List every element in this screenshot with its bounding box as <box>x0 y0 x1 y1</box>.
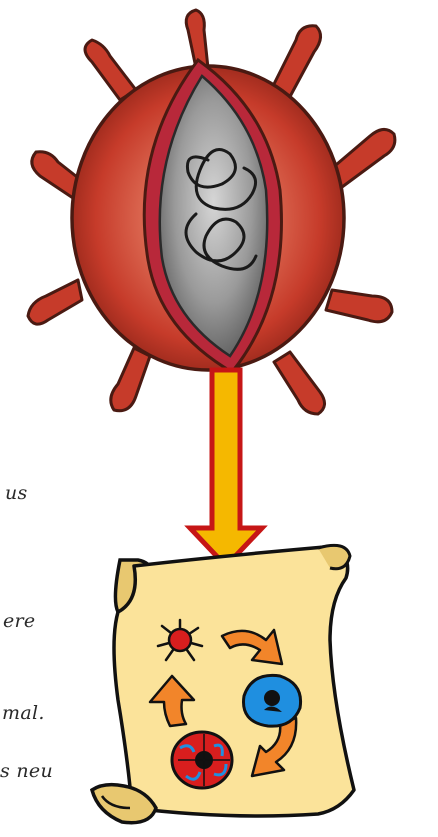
text-fragment-2: ere <box>3 610 35 632</box>
text-fragment-1: us <box>5 482 28 504</box>
down-arrow-icon <box>190 370 262 566</box>
virus-illustration <box>28 10 395 414</box>
blue-cell-icon <box>244 675 301 726</box>
red-cell-icon <box>172 732 232 788</box>
text-fragment-3: mal. <box>2 702 45 724</box>
scroll-illustration <box>92 545 354 822</box>
text-fragment-4: s neu <box>0 760 53 782</box>
